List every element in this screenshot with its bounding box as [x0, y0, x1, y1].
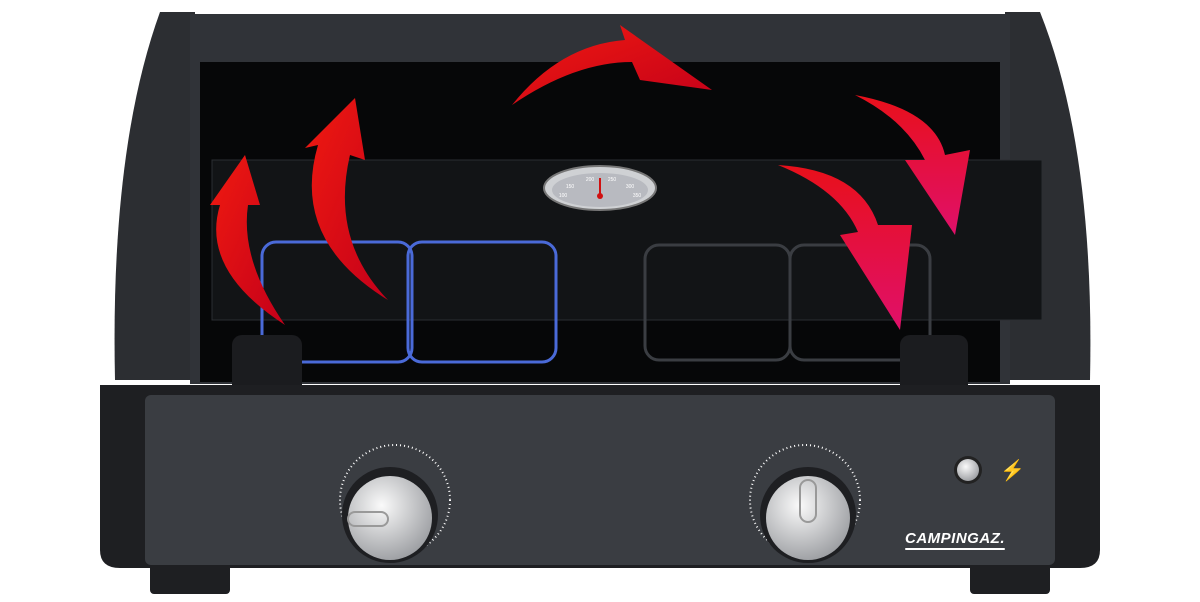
burner-blue-right [406, 240, 558, 364]
lightning-bolt-icon: ⚡ [1000, 460, 1025, 482]
thermometer [543, 165, 657, 211]
thermometer-label: 350 [633, 193, 642, 199]
ignition-button[interactable] [954, 456, 982, 484]
foot-right [970, 560, 1050, 594]
heat-arrow-top [512, 25, 712, 105]
side-panel-left [114, 12, 195, 380]
heat-arrow-right-2 [778, 165, 912, 330]
thermometer-label: 100 [559, 193, 568, 199]
heat-arrow-left-1 [210, 155, 285, 325]
thermometer-label: 300 [626, 184, 635, 190]
control-knob-left[interactable] [339, 444, 451, 563]
thermometer-label: 250 [608, 177, 617, 183]
control-knob-right[interactable] [749, 444, 861, 563]
thermometer-label: 200 [586, 177, 595, 183]
brand-logo: CAMPINGAZ. [905, 530, 1005, 550]
heat-arrow-left-2 [305, 98, 388, 300]
foot-left [150, 560, 230, 594]
thermometer-label: 150 [566, 184, 575, 190]
heat-arrow-right-1 [855, 95, 970, 235]
